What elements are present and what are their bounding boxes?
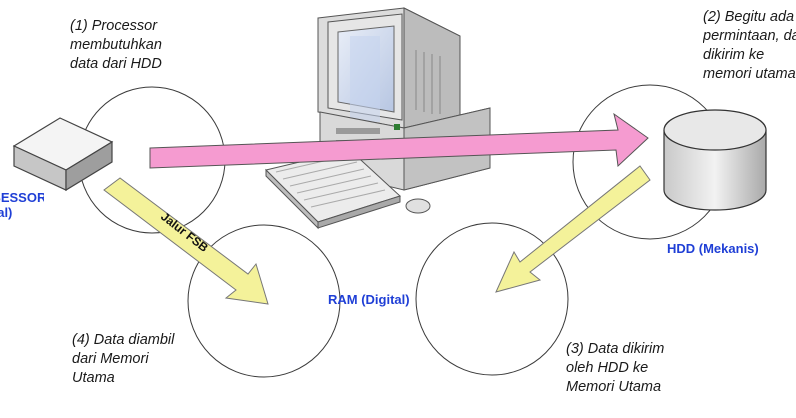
step-4-line-3: Utama: [72, 370, 115, 386]
memory-circle: [415, 222, 569, 376]
data-transfer-arrow: [495, 165, 651, 293]
step-1-note: (1) Processor membutuhkan data dari HDD: [70, 17, 162, 74]
step-1-line-1: (1) Processor: [70, 18, 158, 34]
request-arrow: [149, 112, 649, 169]
processor-chip-icon: [12, 117, 114, 192]
desktop-computer-icon: [265, 7, 491, 230]
fsb-arrow: [103, 177, 269, 305]
step-2-note: (2) Begitu ada permintaan, data dikirim …: [703, 8, 796, 84]
step-2-line-4: memori utama: [703, 66, 796, 82]
step-2-line-2: permintaan, data: [703, 28, 796, 44]
step-4-note: (4) Data diambil dari Memori Utama: [72, 331, 174, 388]
step-4-line-1: (4) Data diambil: [72, 332, 175, 348]
step-4-line-2: dari Memori: [72, 351, 149, 367]
processor-label-line-1: PROSESSOR: [0, 190, 44, 205]
hard-disk-cylinder-icon: [663, 109, 767, 211]
step-1-line-3: data dari HDD: [70, 56, 162, 72]
step-2-line-1: (2) Begitu ada: [703, 9, 795, 25]
processor-label: PROSESSOR (Digital): [0, 190, 44, 220]
step-3-line-1: (3) Data dikirim: [566, 341, 665, 357]
step-3-note: (3) Data dikirim oleh HDD ke Memori Utam…: [566, 340, 664, 397]
step-2-line-3: dikirim ke: [703, 47, 765, 63]
step-3-line-3: Memori Utama: [566, 379, 662, 395]
step-1-line-2: membutuhkan: [70, 37, 162, 53]
processor-label-line-2: (Digital): [0, 205, 13, 220]
hdd-label: HDD (Mekanis): [667, 241, 759, 256]
step-3-line-2: oleh HDD ke: [566, 360, 649, 376]
ram-circle: [187, 224, 341, 378]
ram-label: RAM (Digital): [328, 292, 410, 307]
